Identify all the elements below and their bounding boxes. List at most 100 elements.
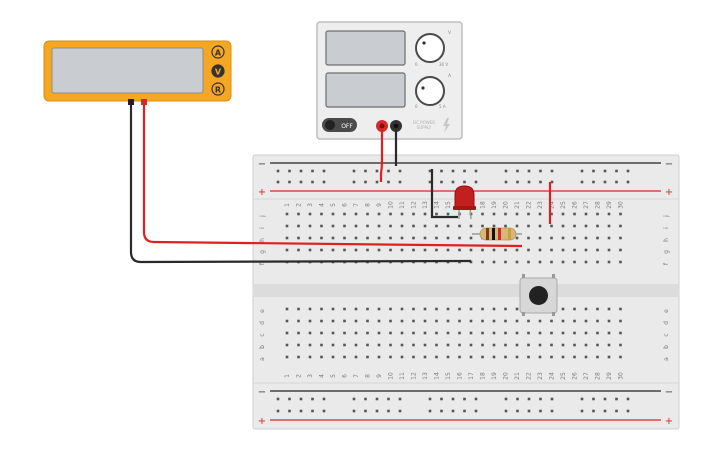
rail-hole[interactable] bbox=[516, 397, 519, 401]
terminal-hole[interactable] bbox=[400, 343, 404, 347]
rail-hole[interactable] bbox=[580, 169, 584, 173]
terminal-hole[interactable] bbox=[423, 224, 427, 228]
wire-multimeter-red-lead[interactable] bbox=[142, 105, 523, 248]
terminal-hole[interactable] bbox=[285, 319, 289, 323]
rail-hole[interactable] bbox=[352, 169, 356, 173]
terminal-hole[interactable] bbox=[423, 212, 427, 216]
terminal-hole[interactable] bbox=[607, 236, 611, 240]
terminal-hole[interactable] bbox=[297, 212, 300, 216]
terminal-hole[interactable] bbox=[400, 248, 404, 252]
rail-hole[interactable] bbox=[527, 169, 531, 173]
terminal-hole[interactable] bbox=[435, 248, 438, 252]
terminal-hole[interactable] bbox=[469, 355, 473, 359]
terminal-hole[interactable] bbox=[515, 248, 519, 252]
rail-hole[interactable] bbox=[288, 397, 291, 401]
terminal-hole[interactable] bbox=[515, 355, 519, 359]
terminal-hole[interactable] bbox=[331, 248, 335, 252]
terminal-hole[interactable] bbox=[366, 212, 369, 216]
terminal-hole[interactable] bbox=[446, 212, 450, 216]
terminal-hole[interactable] bbox=[377, 236, 381, 240]
terminal-hole[interactable] bbox=[469, 224, 473, 228]
terminal-hole[interactable] bbox=[377, 307, 381, 311]
terminal-hole[interactable] bbox=[481, 248, 484, 252]
terminal-hole[interactable] bbox=[308, 212, 312, 216]
terminal-hole[interactable] bbox=[343, 236, 346, 240]
terminal-hole[interactable] bbox=[389, 331, 392, 335]
rail-hole[interactable] bbox=[474, 409, 478, 413]
multimeter[interactable]: A V R bbox=[43, 40, 232, 105]
rail-hole[interactable] bbox=[516, 409, 519, 413]
terminal-hole[interactable] bbox=[377, 343, 381, 347]
rail-hole[interactable] bbox=[516, 169, 519, 173]
terminal-hole[interactable] bbox=[469, 307, 473, 311]
terminal-hole[interactable] bbox=[492, 343, 496, 347]
rail-hole[interactable] bbox=[398, 169, 402, 173]
terminal-hole[interactable] bbox=[297, 236, 300, 240]
terminal-hole[interactable] bbox=[377, 224, 381, 228]
terminal-hole[interactable] bbox=[538, 248, 542, 252]
terminal-hole[interactable] bbox=[561, 248, 565, 252]
power-supply[interactable]: V 0 30 V A 0 5 A OFF DC POWER SUPPLY bbox=[316, 21, 463, 140]
terminal-hole[interactable] bbox=[596, 331, 599, 335]
rail-hole[interactable] bbox=[276, 397, 280, 401]
terminal-hole[interactable] bbox=[596, 224, 599, 228]
terminal-hole[interactable] bbox=[377, 212, 381, 216]
terminal-hole[interactable] bbox=[492, 355, 496, 359]
rail-hole[interactable] bbox=[428, 169, 432, 173]
rail-hole[interactable] bbox=[311, 409, 314, 413]
terminal-hole[interactable] bbox=[596, 343, 599, 347]
terminal-hole[interactable] bbox=[515, 224, 519, 228]
terminal-hole[interactable] bbox=[285, 307, 289, 311]
terminal-hole[interactable] bbox=[435, 224, 438, 228]
terminal-hole[interactable] bbox=[423, 355, 427, 359]
rail-hole[interactable] bbox=[550, 169, 554, 173]
terminal-hole[interactable] bbox=[331, 331, 335, 335]
terminal-hole[interactable] bbox=[515, 307, 519, 311]
terminal-hole[interactable] bbox=[573, 331, 576, 335]
terminal-hole[interactable] bbox=[573, 224, 576, 228]
rail-hole[interactable] bbox=[375, 169, 379, 173]
terminal-hole[interactable] bbox=[366, 307, 369, 311]
terminal-hole[interactable] bbox=[285, 343, 289, 347]
rail-hole[interactable] bbox=[428, 409, 432, 413]
terminal-hole[interactable] bbox=[550, 248, 553, 252]
terminal-hole[interactable] bbox=[331, 319, 335, 323]
terminal-hole[interactable] bbox=[573, 343, 576, 347]
rail-hole[interactable] bbox=[592, 169, 595, 173]
terminal-hole[interactable] bbox=[550, 224, 553, 228]
terminal-hole[interactable] bbox=[619, 212, 622, 216]
rail-hole[interactable] bbox=[364, 180, 367, 184]
terminal-hole[interactable] bbox=[285, 224, 289, 228]
rail-hole[interactable] bbox=[592, 397, 595, 401]
terminal-hole[interactable] bbox=[389, 236, 392, 240]
terminal-hole[interactable] bbox=[481, 260, 484, 264]
terminal-hole[interactable] bbox=[343, 212, 346, 216]
terminal-hole[interactable] bbox=[389, 212, 392, 216]
terminal-hole[interactable] bbox=[596, 236, 599, 240]
terminal-hole[interactable] bbox=[354, 307, 358, 311]
terminal-hole[interactable] bbox=[377, 331, 381, 335]
rail-hole[interactable] bbox=[288, 409, 291, 413]
terminal-hole[interactable] bbox=[435, 212, 438, 216]
terminal-hole[interactable] bbox=[573, 260, 576, 264]
terminal-hole[interactable] bbox=[435, 343, 438, 347]
terminal-hole[interactable] bbox=[504, 224, 507, 228]
terminal-hole[interactable] bbox=[607, 248, 611, 252]
terminal-hole[interactable] bbox=[458, 331, 461, 335]
terminal-hole[interactable] bbox=[469, 331, 473, 335]
terminal-hole[interactable] bbox=[619, 343, 622, 347]
terminal-hole[interactable] bbox=[320, 212, 323, 216]
terminal-hole[interactable] bbox=[504, 319, 507, 323]
terminal-hole[interactable] bbox=[458, 248, 461, 252]
terminal-hole[interactable] bbox=[458, 224, 461, 228]
terminal-hole[interactable] bbox=[458, 319, 461, 323]
rail-hole[interactable] bbox=[615, 169, 618, 173]
terminal-hole[interactable] bbox=[538, 260, 542, 264]
terminal-hole[interactable] bbox=[550, 212, 553, 216]
terminal-hole[interactable] bbox=[538, 343, 542, 347]
terminal-hole[interactable] bbox=[584, 236, 588, 240]
terminal-hole[interactable] bbox=[331, 212, 335, 216]
positive-terminal[interactable] bbox=[376, 120, 388, 132]
terminal-hole[interactable] bbox=[596, 212, 599, 216]
terminal-hole[interactable] bbox=[377, 248, 381, 252]
